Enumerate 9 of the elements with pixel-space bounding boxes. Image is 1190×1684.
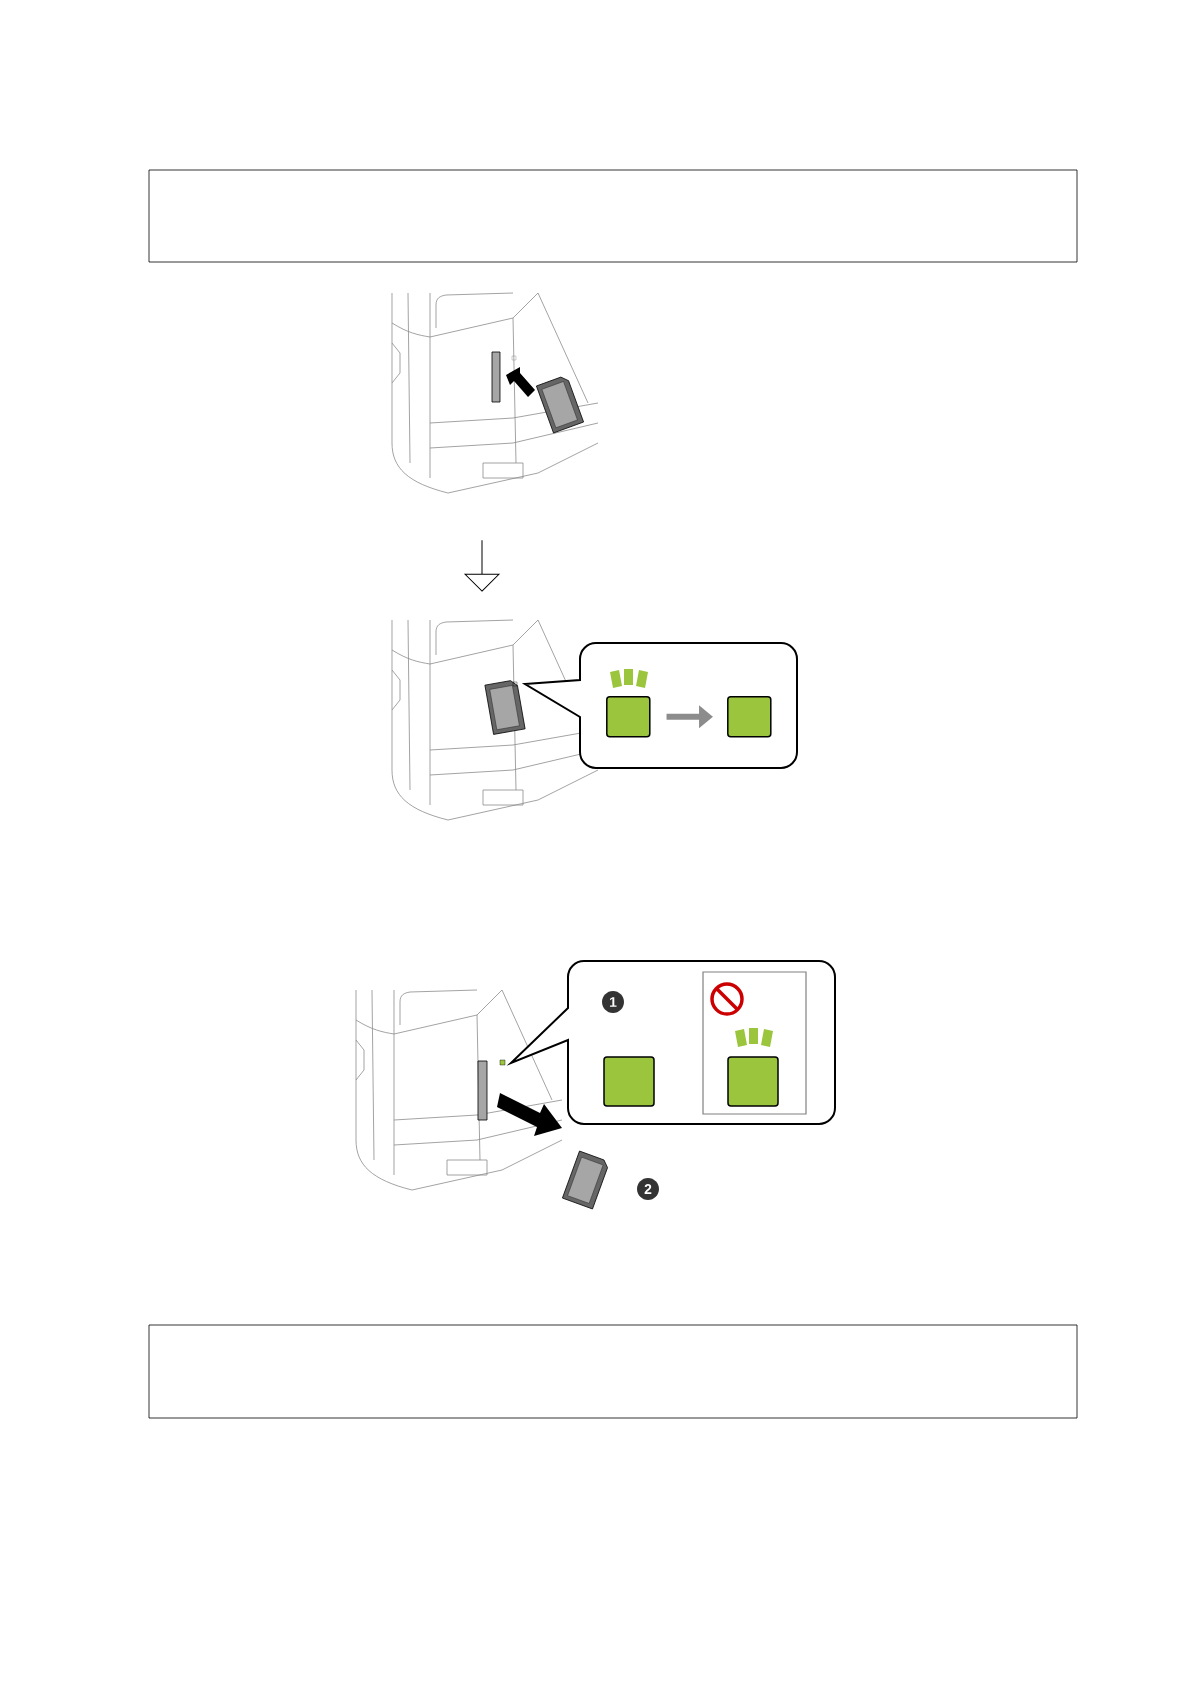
printer-drawing (391, 292, 599, 494)
indicator-light (606, 696, 651, 738)
callout-number: 2 (637, 1178, 659, 1200)
arrow (464, 539, 500, 592)
callout-number: 1 (602, 991, 624, 1013)
text-box (148, 1324, 1078, 1419)
printer-drawing (355, 960, 836, 1210)
indicator-light (727, 696, 772, 738)
text-box (148, 169, 1078, 263)
